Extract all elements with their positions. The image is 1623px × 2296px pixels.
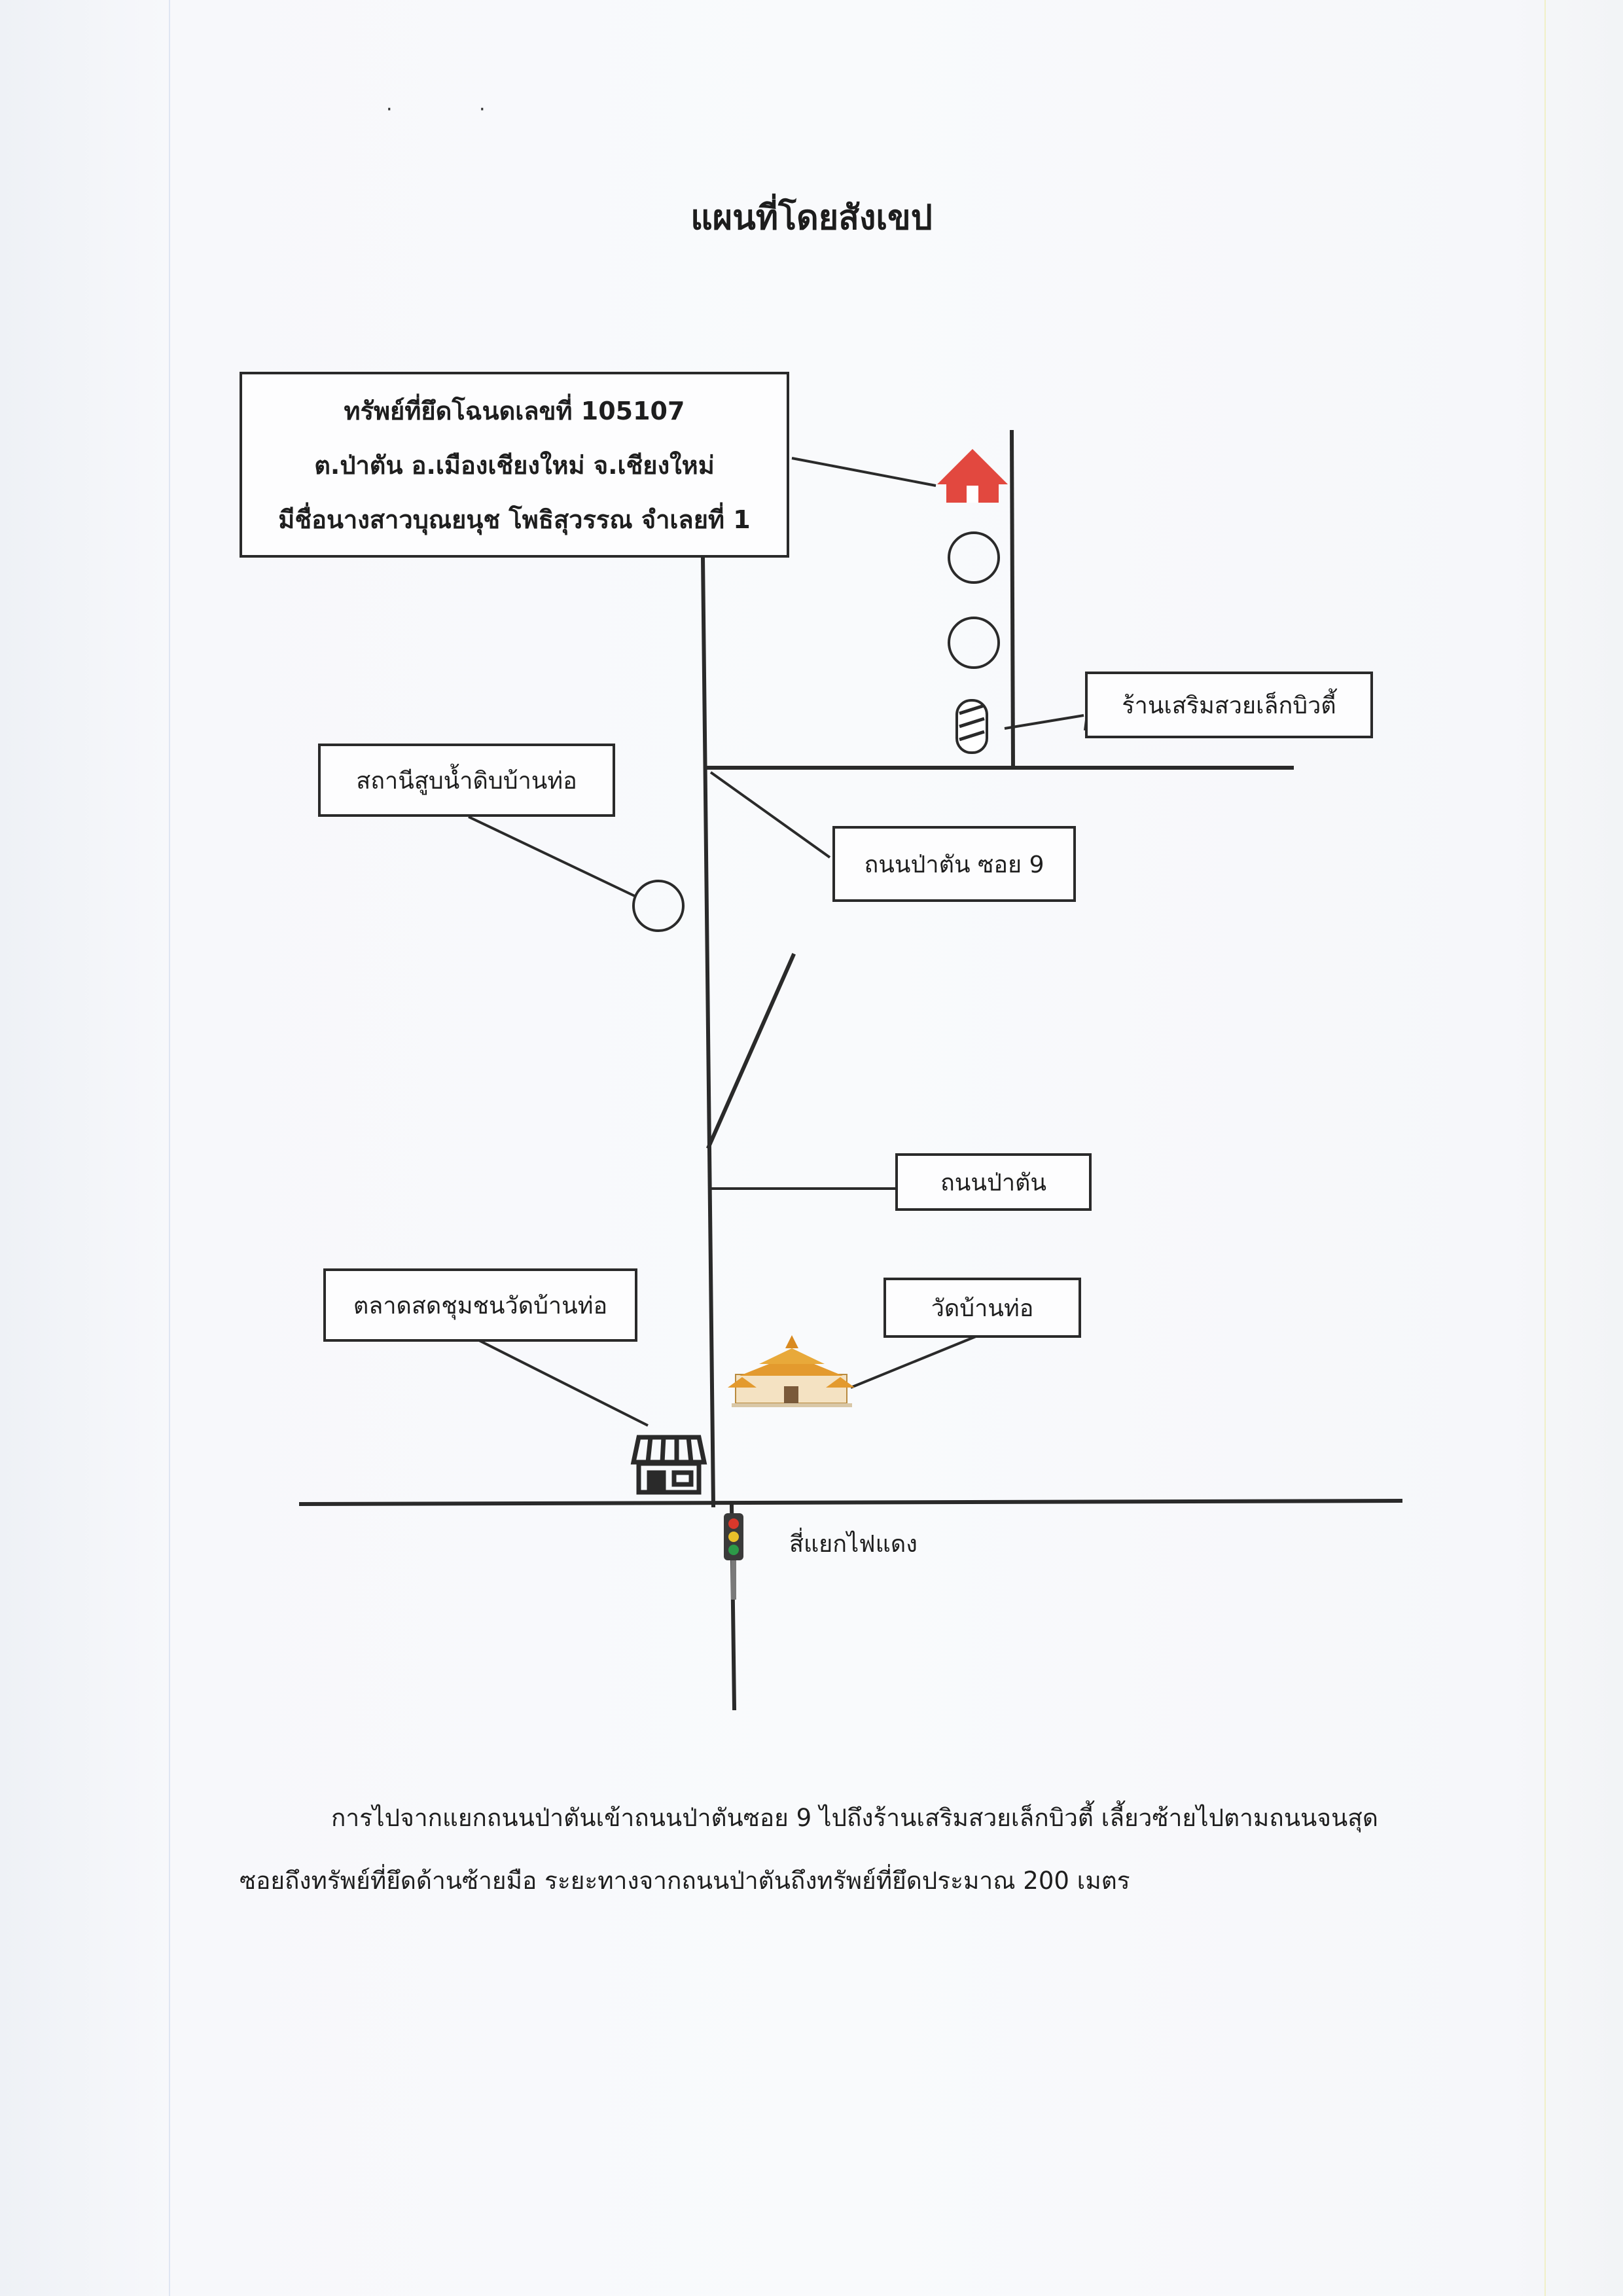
- property-deed-line: ทรัพย์ที่ยึดโฉนดเลขที่ 105107: [344, 396, 685, 425]
- leader-property: [791, 457, 936, 487]
- directions-line-1: การไปจากแยกถนนป่าตันเข้าถนนป่าตันซอย 9 ไ…: [331, 1804, 1378, 1832]
- market-label: ตลาดสดชุมชนวัดบ้านท่อ: [323, 1268, 637, 1342]
- property-location-line: ต.ป่าตัน อ.เมืองเชียงใหม่ จ.เชียงใหม่: [314, 450, 715, 480]
- soi9-label: ถนนป่าตัน ซอย 9: [832, 826, 1076, 902]
- leader-barber-2: [1004, 714, 1084, 730]
- main-road-vertical: [700, 555, 716, 1508]
- house-icon: [937, 449, 1008, 503]
- market-stall-icon: [630, 1435, 707, 1495]
- main-road-label: ถนนป่าตัน: [895, 1153, 1092, 1211]
- pump-station-label: สถานีสูบน้ำดิบบ้านท่อ: [318, 744, 615, 817]
- leader-soi9: [709, 771, 831, 859]
- page-title: แผนที่โดยสังเขป: [690, 198, 933, 238]
- soi-branch-road: [1009, 429, 1016, 770]
- circle-landmark-icon: [948, 617, 1000, 669]
- directions-paragraph: การไปจากแยกถนนป่าตันเข้าถนนป่าตันซอย 9 ไ…: [240, 1787, 1437, 1912]
- barber-label: ร้านเสริมสวยเล็กบิวตี้: [1085, 672, 1373, 738]
- barber-pole-icon: [955, 699, 988, 754]
- temple-label: วัดบ้านท่อ: [883, 1278, 1081, 1338]
- right-margin-line: [1544, 0, 1546, 2296]
- directions-line-2: ซอยถึงทรัพย์ที่ยึดด้านซ้ายมือ ระยะทางจาก…: [240, 1867, 1130, 1895]
- temple-icon: [728, 1335, 855, 1407]
- traffic-light-icon: [724, 1513, 743, 1600]
- diagonal-branch-road: [706, 953, 796, 1149]
- left-margin-line: [169, 0, 170, 2296]
- cross-road: [298, 1498, 1403, 1507]
- traffic-light-label: สี่แยกไฟแดง: [789, 1531, 918, 1558]
- leader-temple: [850, 1334, 980, 1389]
- scan-speck: ·: [479, 98, 486, 121]
- circle-landmark-icon: [632, 880, 685, 932]
- leader-pump: [468, 816, 637, 898]
- scan-speck: ·: [386, 98, 393, 121]
- property-label-box: ทรัพย์ที่ยึดโฉนดเลขที่ 105107 ต.ป่าตัน อ…: [240, 372, 789, 558]
- property-owner-line: มีชื่อนางสาวบุณยนุช โพธิสุวรรณ จำเลยที่ …: [278, 505, 751, 534]
- leader-market: [478, 1339, 649, 1427]
- circle-landmark-icon: [948, 531, 1000, 584]
